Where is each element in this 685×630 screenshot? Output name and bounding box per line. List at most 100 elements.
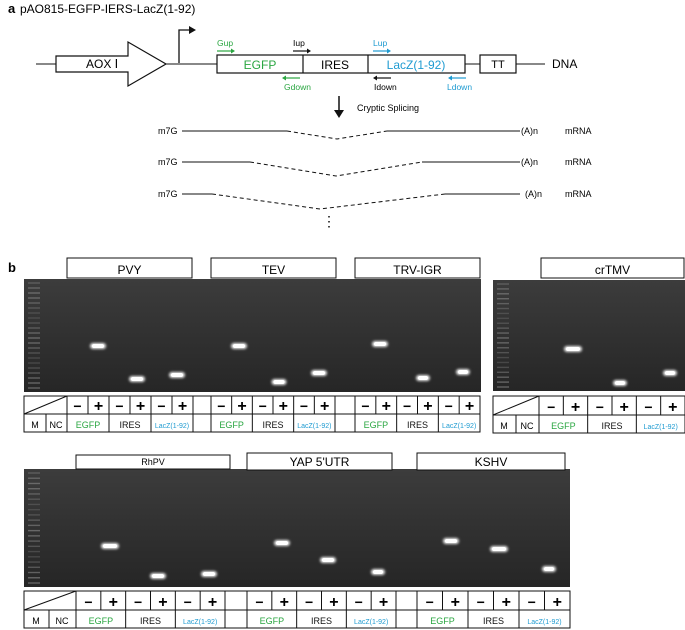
lane-minus-label: −	[84, 594, 92, 610]
lane-m-label: M	[32, 616, 40, 626]
lane-group-ires-label: IRES	[140, 616, 161, 626]
group-crtmv-box	[540, 257, 685, 279]
ires-label: IRES	[321, 58, 349, 72]
lane-plus-label: +	[553, 594, 562, 611]
group-pvy-box	[66, 257, 193, 279]
lane-nc-label: NC	[521, 421, 534, 431]
gel-2-crtmv: crTMV	[493, 257, 685, 391]
group-crtmv-label: crTMV	[595, 263, 630, 277]
band-kshv-lacz-core	[544, 567, 554, 571]
lane-minus-label: −	[157, 398, 165, 414]
lane-nc-label: NC	[56, 616, 69, 626]
lane-plus-label: +	[382, 398, 391, 415]
mrna-label: mRNA	[565, 189, 592, 199]
lane-minus-label: −	[115, 398, 123, 414]
lane-plus-label: +	[502, 594, 511, 611]
gel-image	[24, 279, 481, 392]
group-rhpv-box	[75, 454, 231, 470]
plasmid-title: pAO815-EGFP-IERS-LacZ(1-92)	[20, 2, 195, 16]
tt-label: TT	[491, 59, 505, 71]
group-tev-box	[210, 257, 337, 279]
tss-arrow	[178, 29, 191, 63]
panel-a: a pAO815-EGFP-IERS-LacZ(1-92) AOX Ⅰ EGFP…	[8, 1, 592, 229]
band-trv-ires-core	[418, 376, 428, 380]
lane-group-ires-label: IRES	[483, 616, 504, 626]
band-yap-lacz-core	[373, 570, 383, 574]
mrna-isoform-1: m7G (A)n mRNA	[158, 126, 592, 140]
group-kshv-box	[416, 452, 566, 471]
lane-minus-label: −	[305, 594, 313, 610]
group-tev-label: TEV	[262, 263, 285, 277]
gup-primer-head	[231, 48, 235, 54]
gup-label: Gup	[217, 38, 233, 48]
lane-group-ires-label: IRES	[601, 421, 622, 431]
band-yap-ires-core	[322, 558, 334, 562]
idown-primer-head	[373, 75, 377, 81]
lane-m-label: M	[500, 421, 508, 431]
lane-plus-label: +	[279, 398, 288, 415]
band-yap-egfp-core	[276, 541, 288, 545]
tss-arrow-head	[189, 26, 196, 34]
group-kshv-label: KSHV	[475, 455, 508, 469]
more-isoforms-ellipsis: ⋮	[322, 213, 336, 229]
gel-image	[24, 469, 570, 587]
lane-group-lacz-label: LacZ(1-92)	[183, 619, 217, 626]
aox-promoter-arrow	[55, 40, 168, 88]
mrna-label: mRNA	[565, 126, 592, 136]
lane-plus-label: +	[423, 398, 432, 415]
band-tev-lacz-core	[313, 371, 325, 375]
lane-group-ires-label: IRES	[311, 616, 332, 626]
band-rhpv-ires-core	[152, 574, 164, 578]
band-pvy-lacz-core	[171, 373, 183, 377]
lane-group-ires-label: IRES	[119, 420, 140, 430]
polya-label: (A)n	[521, 157, 538, 167]
lane-table-diagonal	[23, 590, 77, 611]
lane-minus-label: −	[426, 594, 434, 610]
lane-group-lacz-label: LacZ(1-92)	[644, 424, 678, 431]
band-crtmv-lacz-core	[665, 371, 675, 375]
lane-minus-label: −	[477, 594, 485, 610]
panel-a-letter: a	[8, 1, 16, 16]
lane-group-egfp-label: EGFP	[76, 420, 101, 430]
band-pvy-ires-core	[131, 377, 143, 381]
mrna-label: mRNA	[565, 157, 592, 167]
band-rhpv-lacz-core	[203, 572, 215, 576]
lane-minus-label: −	[217, 398, 225, 414]
band-crtmv-egfp-core	[566, 347, 580, 351]
lane-plus-label: +	[237, 398, 246, 415]
band-trv-egfp-core	[374, 342, 386, 346]
polya-label: (A)n	[521, 126, 538, 136]
lup-primer-head	[387, 48, 391, 54]
lane-plus-label: +	[280, 594, 289, 611]
gdown-primer-head	[282, 75, 286, 81]
ldown-primer-head	[448, 75, 452, 81]
iup-primer-head	[307, 48, 311, 54]
lane-minus-label: −	[300, 398, 308, 414]
splicing-label: Cryptic Splicing	[357, 103, 419, 113]
lane-plus-label: +	[109, 594, 118, 611]
band-trv-lacz-core	[458, 370, 468, 374]
lane-plus-label: +	[320, 398, 329, 415]
lane-group-egfp-label: EGFP	[551, 421, 576, 431]
lane-group-lacz-label: LacZ(1-92)	[527, 619, 561, 626]
band-crtmv-ires-core	[615, 381, 625, 385]
lane-minus-label: −	[134, 594, 142, 610]
cap-label: m7G	[158, 189, 178, 199]
gel-image	[493, 280, 685, 391]
band-tev-egfp-core	[233, 344, 245, 348]
cap-label: m7G	[158, 126, 178, 136]
idown-label: Idown	[374, 82, 397, 92]
lane-minus-label: −	[547, 399, 555, 415]
cap-label: m7G	[158, 157, 178, 167]
lane-group-egfp-label: EGFP	[219, 420, 244, 430]
lane-plus-label: +	[158, 594, 167, 611]
lane-plus-label: +	[619, 399, 628, 416]
band-kshv-ires-core	[492, 547, 506, 551]
